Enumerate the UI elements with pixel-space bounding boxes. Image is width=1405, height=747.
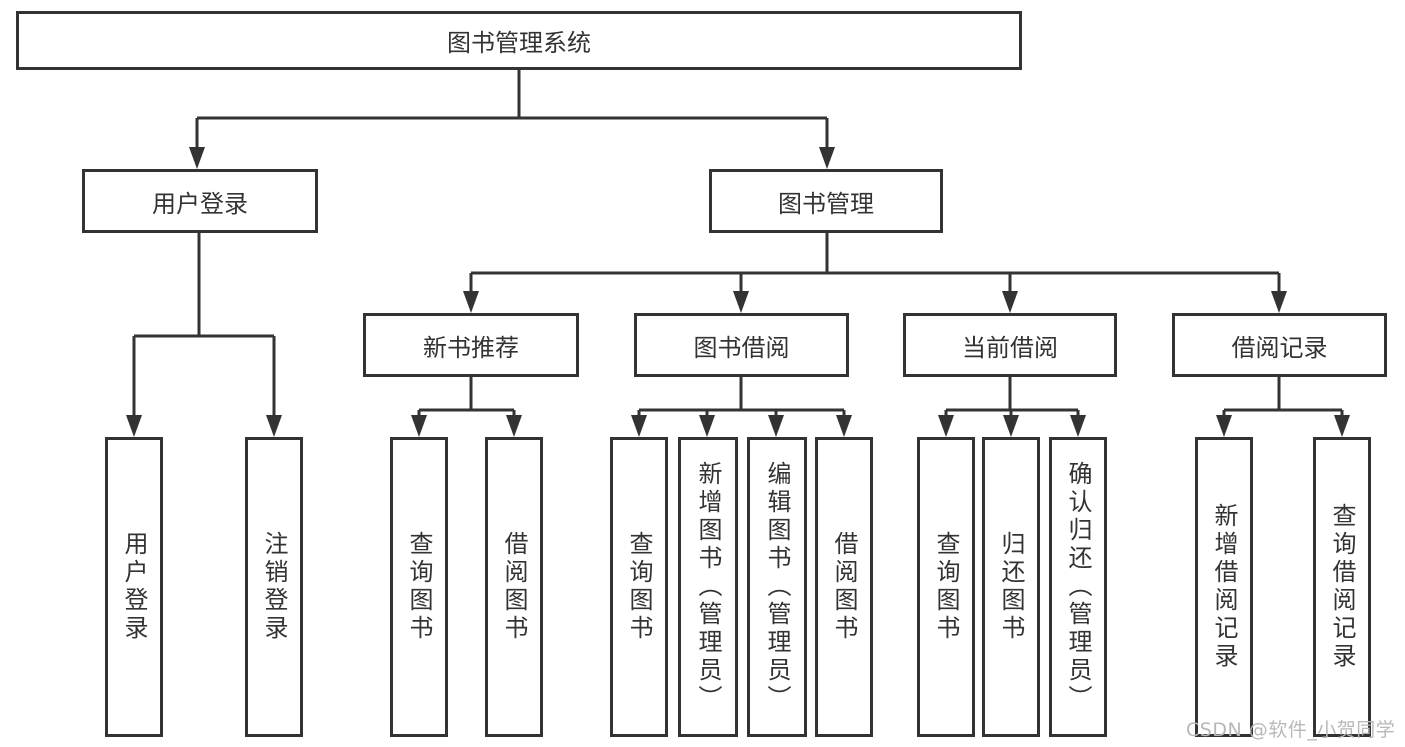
node-label: 查询图书 (625, 531, 653, 643)
arrow-down-icon (1003, 415, 1019, 437)
arrow-down-icon (411, 415, 427, 437)
node-borrowing-records: 借阅记录 (1172, 313, 1387, 377)
arrow-down-icon (836, 415, 852, 437)
connector-borrow-to-leaves (637, 377, 846, 416)
leaf-add-borrow-record: 新增借阅记录 (1195, 437, 1253, 737)
node-current-borrowing: 当前借阅 (903, 313, 1117, 377)
node-label: 新书推荐 (423, 333, 519, 362)
arrowheads (126, 147, 1350, 437)
arrow-down-icon (819, 147, 835, 169)
arrow-down-icon (506, 415, 522, 437)
arrow-down-icon (1334, 415, 1350, 437)
node-label: 借阅图书 (500, 531, 528, 643)
node-new-book-recommend: 新书推荐 (363, 313, 579, 377)
arrow-down-icon (631, 415, 647, 437)
node-library-management-system: 图书管理系统 (16, 11, 1022, 70)
leaf-query-borrow-record: 查询借阅记录 (1313, 437, 1371, 737)
node-label: 用户登录 (152, 189, 248, 218)
arrow-down-icon (266, 415, 282, 437)
connector-login-to-leaves (132, 233, 276, 416)
node-label: 用户登录 (120, 531, 148, 643)
arrow-down-icon (699, 415, 715, 437)
arrow-down-icon (1002, 291, 1018, 313)
leaf-borrow-books: 借阅图书 (815, 437, 873, 737)
node-label: 新增图书（管理员） (694, 461, 722, 713)
arrow-down-icon (463, 291, 479, 313)
arrow-down-icon (1271, 291, 1287, 313)
node-label: 查询借阅记录 (1328, 503, 1356, 671)
node-label: 当前借阅 (962, 333, 1058, 362)
node-label: 图书管理 (778, 189, 874, 218)
node-label: 查询图书 (405, 531, 433, 643)
arrow-down-icon (938, 415, 954, 437)
leaf-logout: 注销登录 (245, 437, 303, 737)
arrow-down-icon (768, 415, 784, 437)
node-label: 借阅图书 (830, 531, 858, 643)
leaf-user-login: 用户登录 (105, 437, 163, 737)
leaf-confirm-return-admin: 确认归还（管理员） (1049, 437, 1107, 737)
leaf-query-books-borrowing: 查询图书 (610, 437, 668, 737)
leaf-query-books-recommend: 查询图书 (390, 437, 448, 737)
connector-records-to-leaves (1222, 377, 1344, 416)
node-user-login: 用户登录 (82, 169, 318, 233)
leaf-add-books-admin: 新增图书（管理员） (678, 437, 738, 737)
arrow-down-icon (1216, 415, 1232, 437)
connector-root-to-level2 (195, 70, 829, 149)
node-label: 图书借阅 (693, 333, 790, 362)
connector-mgmt-to-level3 (469, 233, 1281, 293)
arrow-down-icon (1070, 415, 1086, 437)
leaf-return-books: 归还图书 (982, 437, 1040, 737)
node-label: 借阅记录 (1231, 333, 1328, 362)
node-label: 查询图书 (932, 531, 960, 643)
arrow-down-icon (733, 291, 749, 313)
leaf-query-books-current: 查询图书 (917, 437, 975, 737)
node-label: 图书管理系统 (447, 29, 591, 57)
arrow-down-icon (126, 415, 142, 437)
connector-rec-to-leaves (417, 377, 516, 416)
node-book-borrowing: 图书借阅 (634, 313, 849, 377)
leaf-borrow-books-recommend: 借阅图书 (485, 437, 543, 737)
node-label: 注销登录 (260, 531, 288, 643)
node-label: 编辑图书（管理员） (763, 461, 791, 713)
node-label: 确认归还（管理员） (1064, 461, 1092, 713)
csdn-watermark: CSDN @软件_小贺同学 (1186, 719, 1396, 741)
node-book-management: 图书管理 (709, 169, 943, 233)
connector-current-to-leaves (944, 377, 1080, 416)
leaf-edit-books-admin: 编辑图书（管理员） (747, 437, 807, 737)
arrow-down-icon (189, 147, 205, 169)
node-label: 归还图书 (997, 531, 1025, 643)
node-label: 新增借阅记录 (1210, 503, 1238, 671)
